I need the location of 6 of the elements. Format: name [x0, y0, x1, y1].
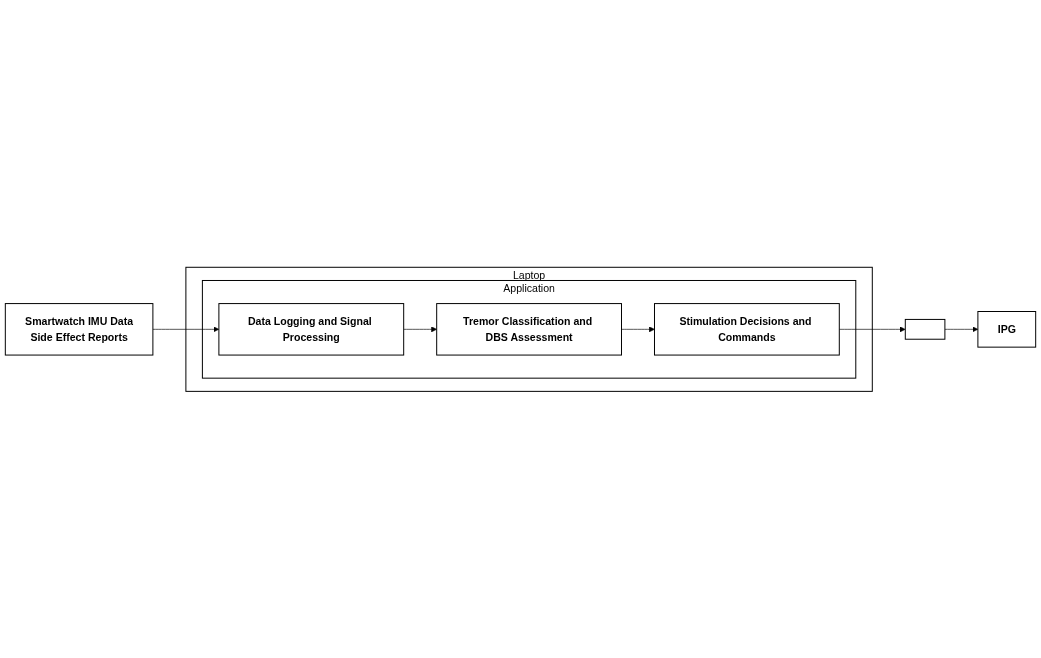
node-box	[904, 318, 946, 340]
node-box: Tremor Classification and DBS Assessment	[436, 302, 622, 356]
node-box: Stimulation Decisions and Commands	[654, 302, 840, 356]
node-box: Data Logging and Signal Processing	[218, 302, 405, 356]
node-box: Smartwatch IMU Data Side Effect Reports	[4, 302, 154, 356]
node-box: IPG	[977, 310, 1037, 348]
